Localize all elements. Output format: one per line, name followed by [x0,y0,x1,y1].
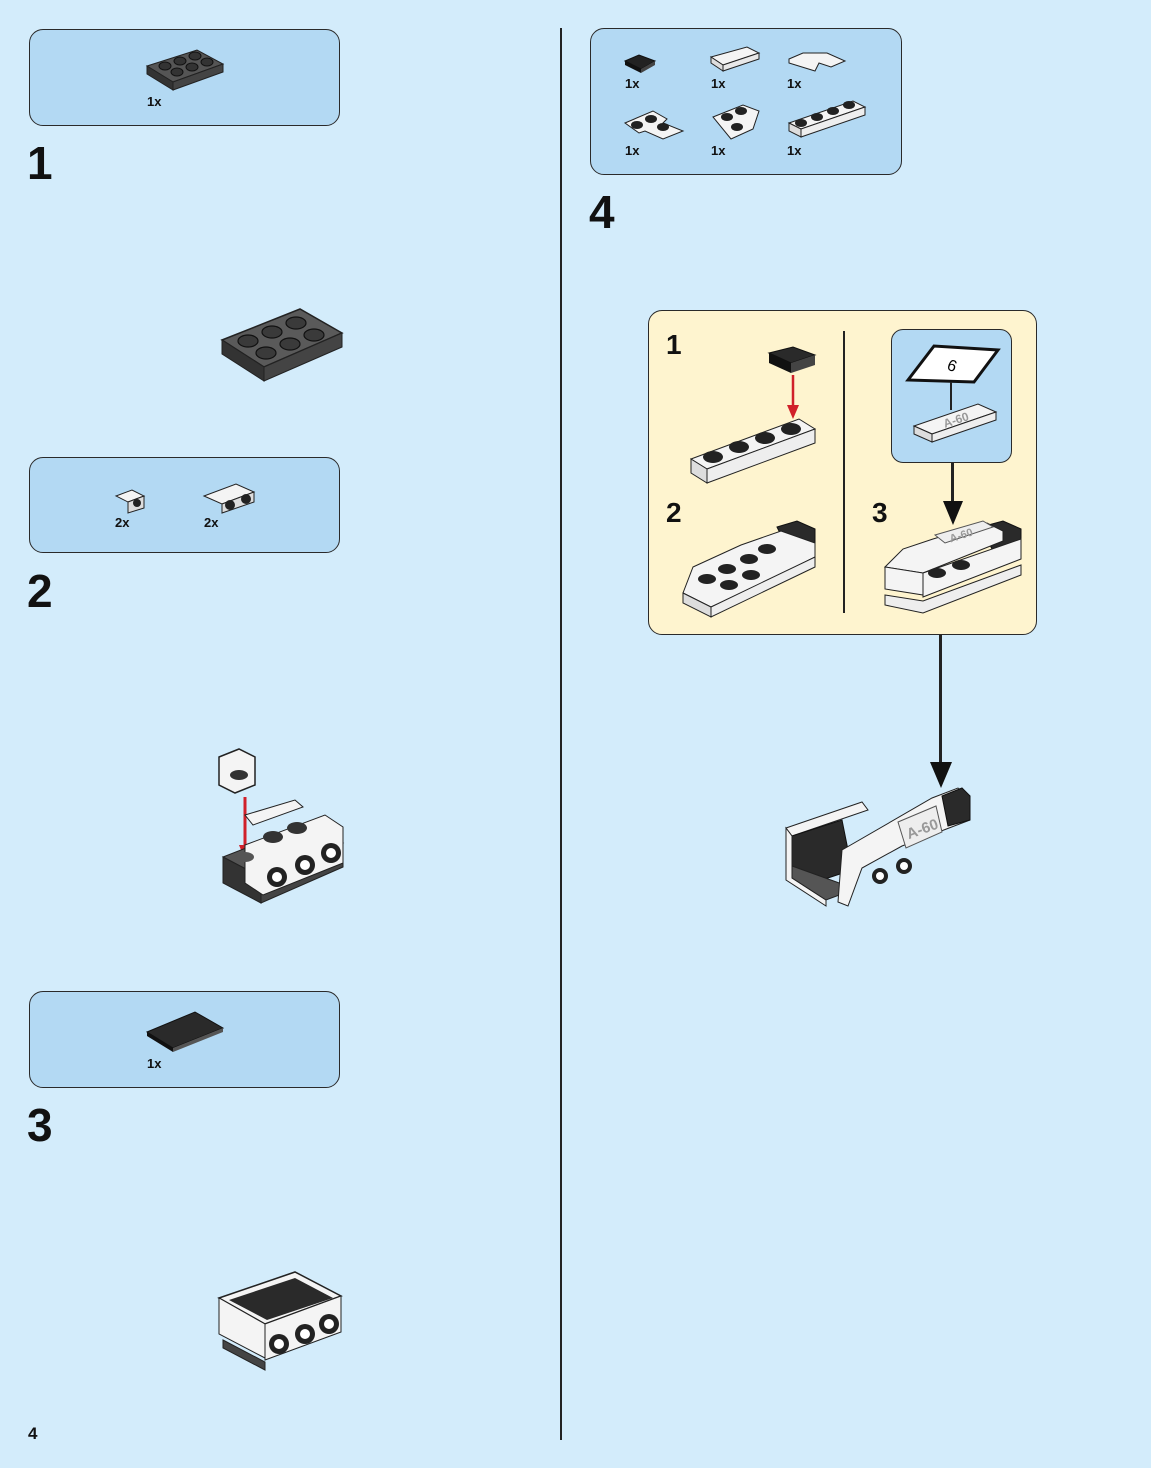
page-number: 4 [28,1424,38,1443]
part-quantity: 1x [147,1056,162,1071]
substep-number: 1 [666,329,682,360]
step-1-model [220,308,344,382]
black-tile-1x1-icon [623,54,657,73]
part-quantity: 1x [787,143,802,158]
part-quantity: 1x [711,143,726,158]
substep-2-assembly [682,520,816,618]
step-2-model [218,748,345,904]
part-quantity: 1x [625,143,640,158]
white-bracket-icon [114,489,146,514]
step-number: 1 [27,137,53,189]
subassembly-callout: 1 2 3 9 A-60 A [648,310,1037,635]
parts-box-step-1: 1x [29,29,340,126]
substep-3-assembly: A-60 [883,520,1022,614]
parts-box-step-3: 1x [29,991,340,1088]
substep-number: 3 [872,497,888,528]
step-4-model: A-60 [785,787,971,907]
sticker-tile: A-60 [912,403,998,443]
callout-divider [843,331,845,613]
part-quantity: 1x [625,76,640,91]
inset-arrowhead [943,501,963,525]
step-3-model [217,1271,343,1371]
step-number: 4 [589,186,615,238]
white-tile-corner-icon [788,52,847,72]
step-number: 2 [27,565,53,617]
callout-arrowhead [930,762,952,788]
part-quantity: 1x [147,94,162,109]
sticker-sheet-icon: 9 [905,344,1001,384]
part-quantity: 1x [787,76,802,91]
parts-box-step-2: 2x 2x [29,457,340,553]
white-wedge-plate-icon [712,104,760,140]
sticker-arrow [950,382,952,410]
step-number: 3 [27,1099,53,1151]
part-quantity: 1x [711,76,726,91]
white-plate-corner-icon [623,110,685,140]
part-quantity: 2x [115,515,130,530]
parts-box-step-4: 1x 1x 1x 1x 1x 1x [590,28,902,175]
dark-gray-plate-icon [145,49,225,91]
substep-number: 2 [666,497,682,528]
column-divider [560,28,562,1440]
white-plate-1x4-icon [787,100,867,138]
black-tile-icon [145,1011,225,1052]
part-quantity: 2x [204,515,219,530]
white-tile-1x3-icon [709,46,761,72]
inset-arrow [951,463,954,508]
substep-1-assembly [689,346,817,484]
callout-arrow [939,635,942,775]
white-round-bracket-icon [202,483,256,514]
sticker-inset: 9 A-60 [891,329,1012,463]
